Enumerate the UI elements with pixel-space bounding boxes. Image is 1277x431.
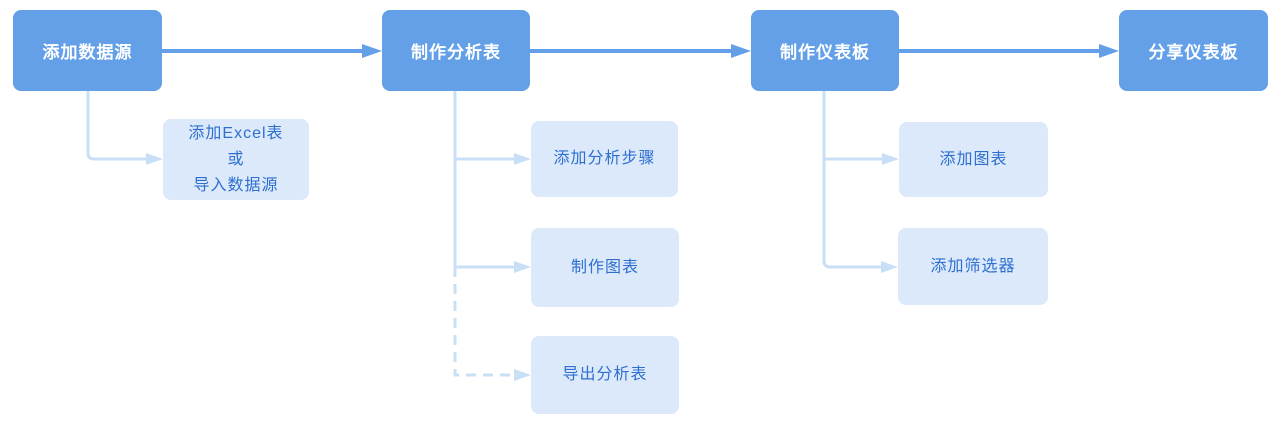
substep-add-filter: 添加筛选器 [898,228,1048,305]
substep-add-chart: 添加图表 [899,122,1048,197]
arrowhead-step3-row2 [881,261,898,273]
substep-create-chart: 制作图表 [531,228,679,307]
arrowhead-main-2 [731,44,751,58]
arrowhead-main-1 [362,44,382,58]
arrowhead-step2-row1 [514,153,531,165]
branch-step3-trunk [822,91,881,269]
step-add-datasource: 添加数据源 [13,10,162,91]
substep-add-excel-or-import: 添加Excel表 或 导入数据源 [163,119,309,200]
arrowhead-step2-row3 [514,369,531,381]
arrowhead-step2-row2 [514,261,531,273]
substep-add-analysis-step: 添加分析步骤 [531,121,678,197]
substep-export-analysis: 导出分析表 [531,336,679,414]
step-create-analysis-table: 制作分析表 [382,10,530,91]
step-create-dashboard: 制作仪表板 [751,10,899,91]
arrowhead-step3-row1 [882,153,899,165]
arrowhead-main-3 [1099,44,1119,58]
branch-step1 [86,91,146,161]
step-share-dashboard: 分享仪表板 [1119,10,1268,91]
arrowhead-step1 [146,153,163,165]
branch-step2-row3-dashed [453,267,514,377]
